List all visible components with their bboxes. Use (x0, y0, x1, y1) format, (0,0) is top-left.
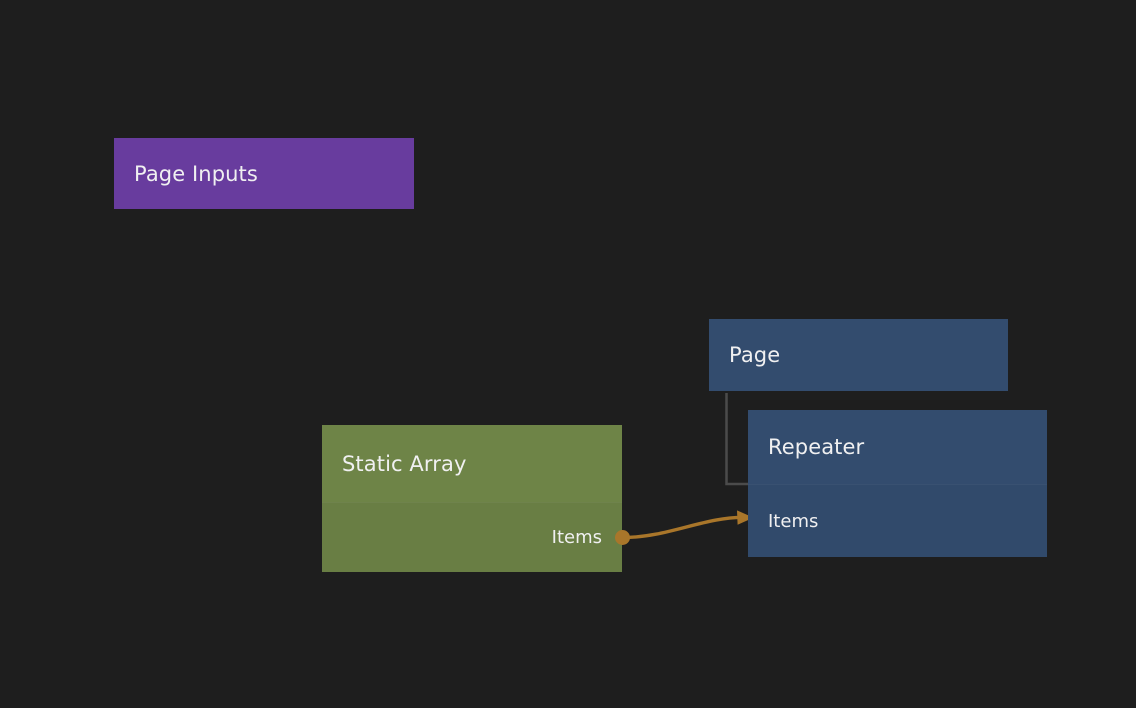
node-page-inputs-title: Page Inputs (134, 161, 258, 186)
node-repeater-title: Repeater (768, 435, 865, 459)
node-static-array[interactable]: Static Array Items (322, 425, 622, 572)
node-page-inputs[interactable]: Page Inputs (114, 138, 414, 209)
node-static-array-row-items-label: Items (551, 527, 602, 548)
connection-page-to-repeater (725, 393, 748, 486)
node-repeater[interactable]: Repeater Items (748, 410, 1047, 557)
node-page-title: Page (729, 343, 781, 367)
node-static-array-row-items[interactable]: Items (322, 502, 622, 572)
node-repeater-row-items-label: Items (768, 510, 819, 532)
node-page[interactable]: Page (709, 319, 1008, 391)
port-static-array-items-output-icon[interactable] (615, 530, 630, 545)
node-repeater-row-items[interactable]: Items (748, 484, 1047, 557)
node-static-array-title: Static Array (342, 451, 467, 476)
connection-static-array-items-to-repeater-items (622, 515, 748, 540)
